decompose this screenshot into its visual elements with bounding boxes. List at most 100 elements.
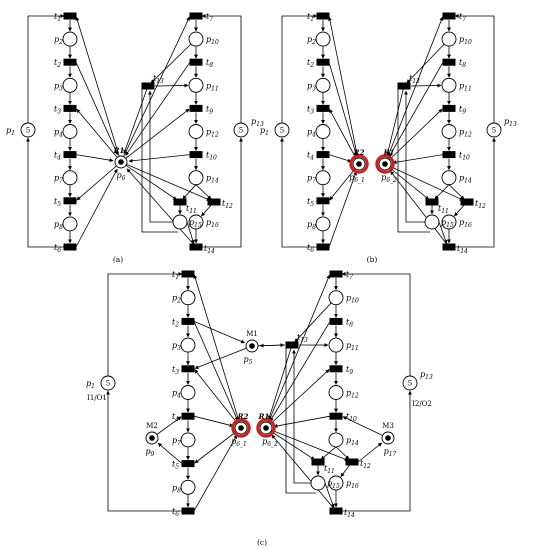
- b-p13a: [455, 137, 496, 248]
- c-p13a: [342, 390, 412, 512]
- c-rlarc-out-0: [193, 274, 242, 429]
- c-lbl-t10: t10: [346, 412, 357, 423]
- a-lbl-p12: p12: [206, 128, 219, 139]
- b-t4: [316, 151, 330, 159]
- c-res-0-ring: [231, 418, 251, 438]
- c-lbl-t13: t13: [297, 333, 308, 344]
- c-m3b: [357, 442, 383, 463]
- b-t6: [316, 243, 330, 251]
- b-c2: [434, 184, 450, 200]
- b-t1: [316, 12, 330, 20]
- a-p7: [62, 170, 78, 186]
- a-lbl-t11: t11: [186, 204, 197, 215]
- c-m1d: [259, 343, 286, 348]
- b-t14: [442, 243, 456, 251]
- c-rlarc-out-2: [194, 369, 242, 429]
- c-p1-tokens: 5: [106, 380, 110, 388]
- a-c7: [120, 161, 178, 201]
- c-t13: [285, 341, 299, 349]
- b-rlarc-in-5: [328, 171, 357, 248]
- b-rlarc-in-1: [328, 62, 358, 157]
- b-lbl-t3: t3: [307, 104, 314, 115]
- c-p2: [180, 290, 196, 306]
- c-lbl-t5: t5: [172, 460, 179, 471]
- b-c6: [438, 221, 448, 245]
- c-p5-token: [249, 343, 255, 349]
- b-lbl-p10: p10: [459, 35, 472, 46]
- b-rrarc-out-0: [384, 16, 444, 165]
- c-t13c: [285, 348, 316, 494]
- c-lbl-rp-0: p6_1: [231, 437, 247, 448]
- node-layer: [20, 12, 502, 515]
- c-lbl-p17: p17: [384, 447, 397, 458]
- c-p7: [180, 432, 196, 448]
- a-lbl-p2: p2: [54, 35, 63, 46]
- a-lbl-t7: t7: [206, 12, 213, 23]
- c-lbl-p1: p1: [86, 379, 95, 390]
- a-c8: [120, 161, 211, 201]
- c-lbl-p5: p5: [244, 355, 253, 366]
- a-p8: [62, 216, 78, 232]
- c-p3: [180, 337, 196, 353]
- c-lbl-t3: t3: [172, 365, 179, 376]
- b-lbl-rp-0: p6_1: [349, 173, 365, 184]
- c-lbl-p8: p8: [172, 483, 181, 494]
- a-rlarc-out-2: [76, 108, 122, 163]
- b-lbl-res-0: R2: [353, 148, 365, 157]
- c-lbl-t2: t2: [172, 317, 179, 328]
- c-m2b: [157, 442, 183, 464]
- a-lbl-res-0: R1: [113, 146, 125, 155]
- b-p15: [424, 214, 440, 230]
- b-lbl-p15: p15: [441, 218, 454, 229]
- c-p13b: [341, 272, 411, 376]
- b-lbl-p4: p4: [307, 128, 316, 139]
- b-rrarc-out-2: [384, 108, 443, 165]
- a-lbl-p13: p13: [251, 117, 264, 128]
- b-c9: [390, 170, 450, 248]
- b-lbl-rp-1: p6_2: [381, 173, 397, 184]
- c-t10: [329, 412, 343, 420]
- c-c6: [324, 482, 335, 509]
- a-t13d: [148, 90, 173, 223]
- c-lbl-rp-1: p6_2: [262, 437, 278, 448]
- a-p13b: [201, 14, 242, 123]
- c-lbl-p10: p10: [346, 294, 359, 305]
- b-t5: [316, 197, 330, 205]
- c-t13d: [292, 349, 311, 484]
- a-p13-tokens: 5: [239, 127, 243, 135]
- b-lbl-p8: p8: [307, 220, 316, 231]
- a-t1: [63, 12, 77, 20]
- a-lbl-p7: p7: [54, 174, 63, 185]
- c-lbl-p13: p13: [420, 370, 433, 381]
- b-t13a: [410, 83, 442, 88]
- c-lbl-p2: p2: [172, 294, 181, 305]
- a-t5: [63, 197, 77, 205]
- b-p13-tokens: 5: [492, 127, 496, 135]
- a-lbl-t1: t1: [54, 12, 61, 23]
- c-t6: [181, 507, 195, 515]
- b-res-0-token: [356, 161, 362, 167]
- c-t2: [181, 317, 195, 325]
- a-t13: [141, 82, 155, 90]
- c-rlarc-in-1: [193, 321, 239, 422]
- c-p4: [180, 385, 196, 400]
- a-lbl-p3: p3: [54, 81, 63, 92]
- c-p16: [328, 475, 344, 491]
- c-t9: [329, 365, 343, 373]
- b-lbl-p12: p12: [459, 128, 472, 139]
- b-res-1-token: [382, 161, 388, 167]
- c-lbl-t6: t6: [172, 507, 179, 518]
- b-t8: [442, 58, 456, 66]
- c-c2: [320, 446, 337, 460]
- a-t8: [189, 58, 203, 66]
- c-p15: [310, 475, 326, 491]
- b-t13e: [386, 85, 405, 156]
- a-t6: [63, 243, 77, 251]
- a-rlarc-in-5: [75, 168, 118, 248]
- c-res-0-token: [238, 425, 244, 431]
- c-lbl-t9: t9: [346, 365, 353, 376]
- c-rrarc-in-1: [269, 321, 331, 422]
- c-p1: [100, 375, 116, 391]
- a-p2: [62, 31, 78, 47]
